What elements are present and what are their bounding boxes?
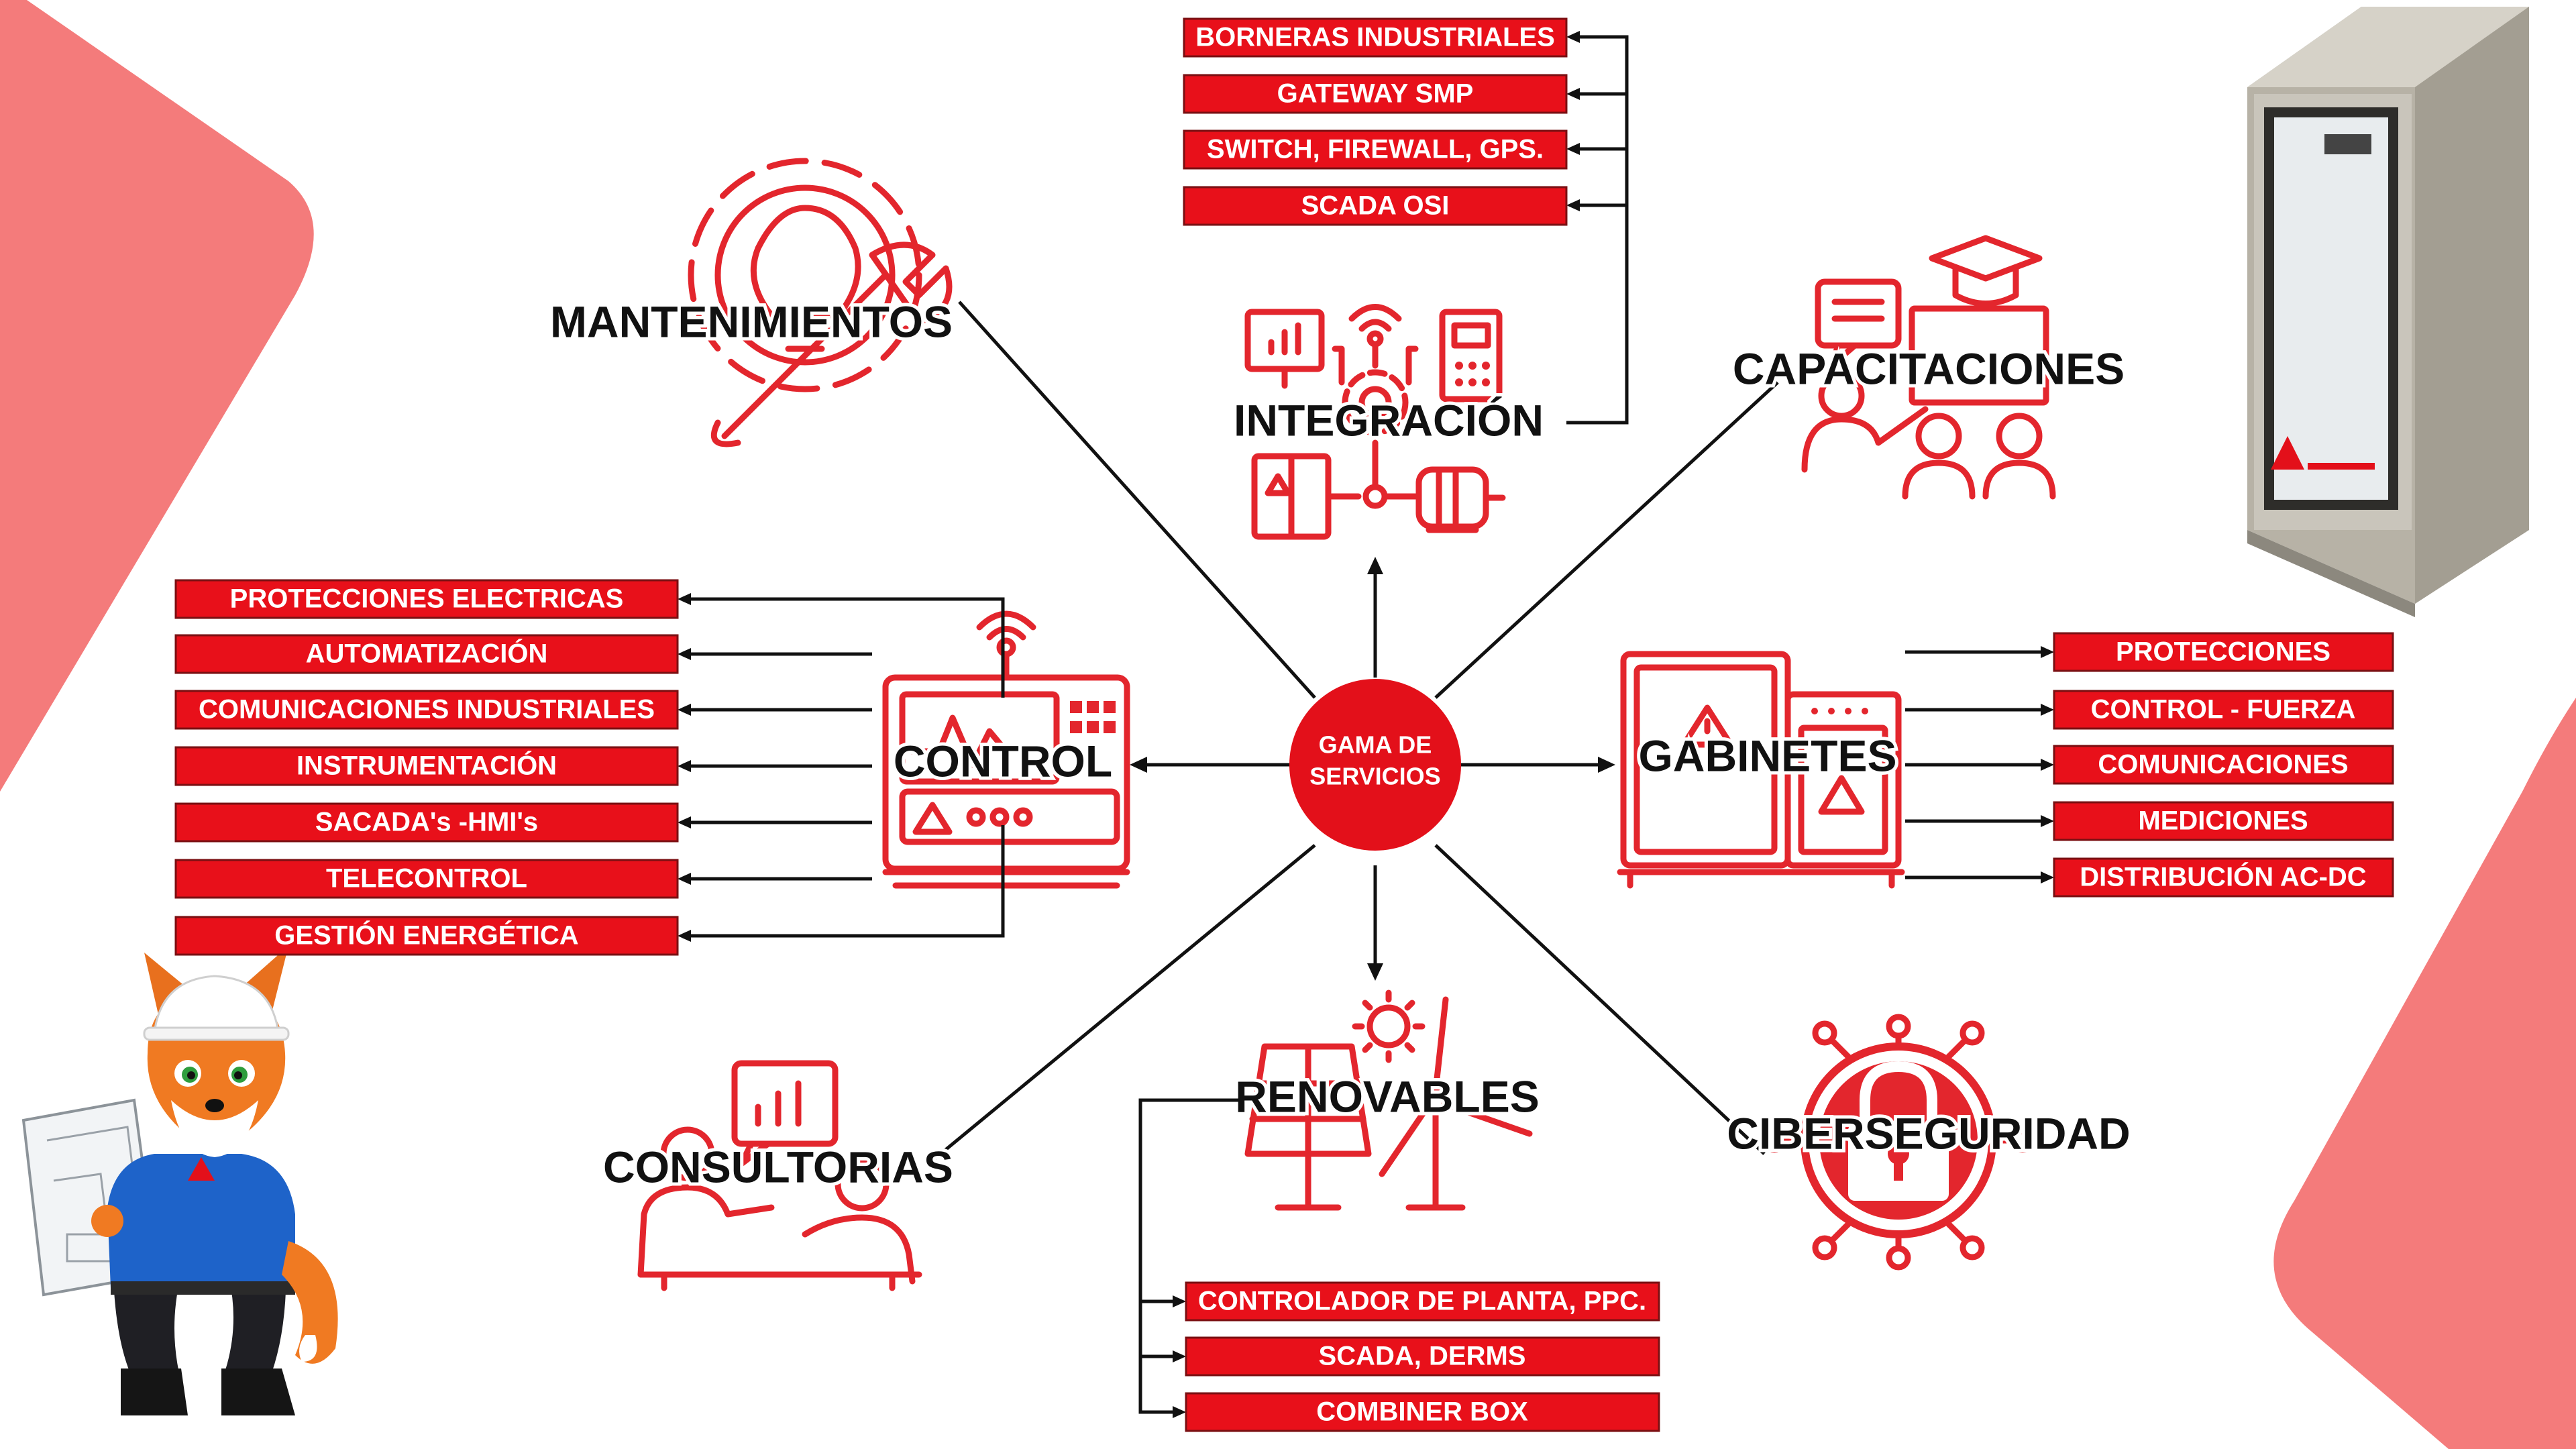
- cybersecurity-lock-icon: [1762, 1014, 2035, 1271]
- node-integracion: INTEGRACIÓN: [1234, 395, 1544, 445]
- control-list: PROTECCIONES ELECTRICAS AUTOMATIZACIÓN C…: [174, 579, 1005, 956]
- spokes: [931, 301, 1779, 1162]
- svg-text:CONTROL - FUERZA: CONTROL - FUERZA: [2091, 695, 2356, 724]
- gabinetes-item: COMUNICACIONES: [2053, 745, 2394, 785]
- integracion-item: GATEWAY SMP: [1183, 74, 1568, 114]
- server-rack-image: [2247, 7, 2529, 617]
- integracion-item: SWITCH, FIREWALL, GPS.: [1183, 129, 1568, 170]
- svg-text:TELECONTROL: TELECONTROL: [326, 864, 527, 894]
- gear-bulb-wrench-icon: [688, 158, 953, 447]
- control-panel-icon: [882, 610, 1130, 889]
- svg-text:SCADA OSI: SCADA OSI: [1301, 191, 1450, 221]
- svg-text:MEDICIONES: MEDICIONES: [2138, 806, 2308, 836]
- renovables-item: CONTROLADOR DE PLANTA, PPC.: [1185, 1281, 1660, 1322]
- node-control: CONTROL: [894, 736, 1112, 786]
- svg-text:AUTOMATIZACIÓN: AUTOMATIZACIÓN: [306, 638, 548, 669]
- gabinetes-item: MEDICIONES: [2053, 801, 2394, 841]
- control-item: INSTRUMENTACIÓN: [174, 746, 679, 786]
- svg-text:COMBINER BOX: COMBINER BOX: [1316, 1397, 1528, 1427]
- node-capacitaciones: CAPACITACIONES: [1733, 343, 2125, 393]
- center-label-line2: SERVICIOS: [1309, 763, 1440, 790]
- svg-text:PROTECCIONES ELECTRICAS: PROTECCIONES ELECTRICAS: [230, 584, 624, 614]
- fox-mascot-image: [21, 946, 338, 1415]
- gabinetes-item: PROTECCIONES: [2053, 632, 2394, 672]
- integracion-list: BORNERAS INDUSTRIALES GATEWAY SMP SWITCH…: [1183, 17, 1629, 425]
- node-renovables: RENOVABLES: [1235, 1071, 1540, 1121]
- control-item: TELECONTROL: [174, 859, 679, 899]
- integration-network-icon: [1244, 304, 1506, 540]
- svg-text:SCADA, DERMS: SCADA, DERMS: [1319, 1342, 1526, 1371]
- svg-text:COMUNICACIONES: COMUNICACIONES: [2098, 750, 2348, 780]
- control-item: AUTOMATIZACIÓN: [174, 634, 679, 674]
- cabinet-icon: [1617, 651, 1905, 889]
- node-consultorias: CONSULTORIAS: [603, 1142, 953, 1191]
- control-item: GESTIÓN ENERGÉTICA: [174, 916, 679, 956]
- svg-text:SACADA's -HMI's: SACADA's -HMI's: [315, 808, 538, 837]
- svg-text:CONTROLADOR DE PLANTA, PPC.: CONTROLADOR DE PLANTA, PPC.: [1198, 1287, 1646, 1316]
- node-mantenimientos: MANTENIMIENTOS: [550, 297, 953, 346]
- solar-wind-icon: [1244, 989, 1533, 1211]
- svg-text:PROTECCIONES: PROTECCIONES: [2116, 637, 2330, 667]
- control-item: PROTECCIONES ELECTRICAS: [174, 579, 679, 619]
- corner-shape-right: [2273, 698, 2576, 1449]
- center-label-line1: GAMA DE: [1319, 731, 1432, 759]
- svg-text:GESTIÓN ENERGÉTICA: GESTIÓN ENERGÉTICA: [274, 920, 578, 951]
- svg-text:INSTRUMENTACIÓN: INSTRUMENTACIÓN: [297, 750, 557, 781]
- corner-shape-top-left: [0, 0, 314, 792]
- control-item: COMUNICACIONES INDUSTRIALES: [174, 690, 679, 730]
- center-node: GAMA DE SERVICIOS: [1289, 679, 1461, 851]
- node-gabinetes: GABINETES: [1638, 731, 1896, 780]
- svg-text:GATEWAY SMP: GATEWAY SMP: [1277, 79, 1474, 109]
- training-icon: [1801, 235, 2056, 500]
- svg-text:SWITCH, FIREWALL, GPS.: SWITCH, FIREWALL, GPS.: [1207, 135, 1544, 164]
- integracion-item: BORNERAS INDUSTRIALES: [1183, 17, 1568, 58]
- gabinetes-item: CONTROL - FUERZA: [2053, 690, 2394, 730]
- svg-text:DISTRIBUCIÓN AC-DC: DISTRIBUCIÓN AC-DC: [2080, 861, 2366, 892]
- renovables-item: SCADA, DERMS: [1185, 1336, 1660, 1377]
- integracion-item: SCADA OSI: [1183, 186, 1568, 226]
- consulting-icon: [637, 1060, 922, 1291]
- node-ciberseguridad: CIBERSEGURIDAD: [1727, 1108, 2130, 1158]
- svg-text:BORNERAS INDUSTRIALES: BORNERAS INDUSTRIALES: [1195, 23, 1555, 52]
- gabinetes-list: PROTECCIONES CONTROL - FUERZA COMUNICACI…: [1905, 632, 2394, 898]
- renovables-item: COMBINER BOX: [1185, 1392, 1660, 1432]
- renovables-list: CONTROLADOR DE PLANTA, PPC. SCADA, DERMS…: [1138, 1098, 1660, 1432]
- gabinetes-item: DISTRIBUCIÓN AC-DC: [2053, 857, 2394, 898]
- control-item: SACADA's -HMI's: [174, 802, 679, 843]
- svg-text:COMUNICACIONES INDUSTRIALES: COMUNICACIONES INDUSTRIALES: [199, 695, 655, 724]
